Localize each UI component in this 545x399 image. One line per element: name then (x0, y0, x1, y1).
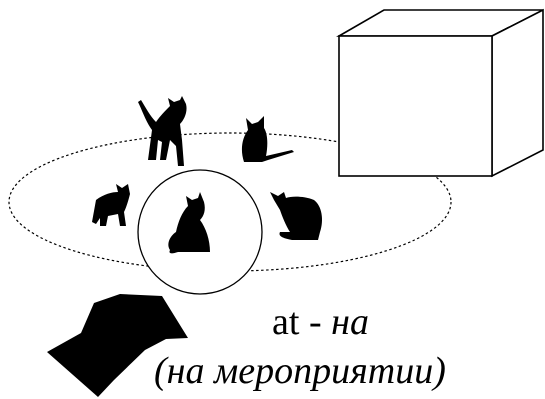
cube-icon (336, 8, 544, 178)
caption-example: (на мероприятии) (154, 350, 446, 392)
event-area-ellipse (8, 132, 452, 272)
caption-separator: - (308, 301, 322, 343)
cat-silhouette-icon (241, 116, 294, 162)
caption-term: at - на (272, 300, 369, 344)
arrow-icon (47, 294, 188, 397)
cat-silhouette-icon (270, 192, 322, 240)
cat-silhouette-icon (92, 184, 130, 226)
caption-word: at (272, 301, 300, 343)
cat-silhouette-icon (168, 192, 210, 254)
caption-translation: на (331, 301, 369, 343)
cat-silhouette-icon (138, 96, 187, 166)
